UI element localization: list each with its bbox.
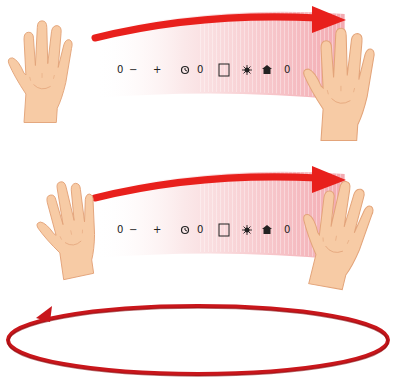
control-symbol: 0 [284, 65, 290, 75]
swipe-arrow [95, 17, 318, 38]
control-symbol: 0 [284, 225, 290, 235]
right-hand [293, 175, 378, 292]
control-symbol: 0 [197, 225, 203, 235]
control-symbol: + [153, 225, 161, 235]
rotation-ring [8, 306, 388, 374]
control-symbol: − [129, 225, 137, 235]
control-icons [182, 224, 273, 236]
swipe-band [95, 12, 345, 100]
right-hand [304, 28, 375, 140]
control-icons [182, 64, 273, 76]
swipe-arrow [95, 177, 318, 198]
control-symbol: 0 [117, 225, 123, 235]
control-symbol: 0 [117, 65, 123, 75]
control-symbol: + [153, 65, 161, 75]
left-hand [29, 176, 108, 283]
left-hand [8, 21, 72, 123]
rotation-arrowhead [36, 306, 52, 322]
control-symbol: − [129, 65, 137, 75]
control-symbol: 0 [197, 65, 203, 75]
